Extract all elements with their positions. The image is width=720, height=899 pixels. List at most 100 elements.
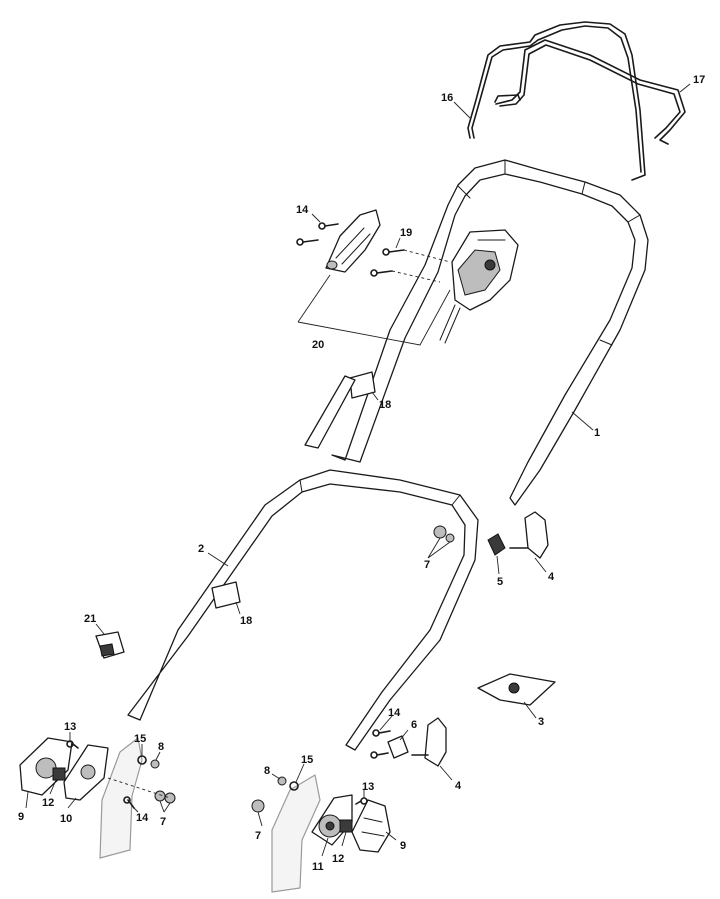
part-5-bracket bbox=[487, 533, 506, 556]
callout-label: 8 bbox=[158, 741, 164, 753]
callout-label: 12 bbox=[332, 853, 344, 865]
part-18-cable-clip-lower bbox=[211, 581, 241, 609]
callout-label: 7 bbox=[255, 830, 261, 842]
callout-2: 2 bbox=[198, 543, 229, 567]
part-17-wire-frame bbox=[495, 39, 686, 145]
callout-15-right: 15 bbox=[295, 754, 313, 783]
callout-15-left: 15 bbox=[134, 733, 146, 756]
callout-18-upper: 18 bbox=[371, 391, 391, 411]
callout-label: 21 bbox=[84, 613, 96, 625]
part-10-adjuster-plate bbox=[63, 744, 109, 801]
part-21-clip bbox=[95, 631, 125, 659]
part-1-lower-tube bbox=[304, 375, 356, 449]
callout-16: 16 bbox=[441, 92, 471, 119]
callout-label: 9 bbox=[400, 840, 406, 852]
callout-8-right: 8 bbox=[264, 765, 281, 780]
callout-10: 10 bbox=[60, 797, 77, 825]
part-9-adjuster-cover-left bbox=[19, 737, 73, 796]
callout-12-right: 12 bbox=[332, 831, 347, 865]
callout-label: 16 bbox=[441, 92, 453, 104]
axis-line-left bbox=[107, 777, 171, 799]
callout-label: 12 bbox=[42, 797, 54, 809]
part-16-wire-frame bbox=[467, 21, 646, 181]
callout-label: 13 bbox=[362, 781, 374, 793]
part-7-nut-right bbox=[251, 799, 265, 813]
part-14-screw-upper bbox=[296, 222, 339, 246]
part-7-nut-left bbox=[154, 790, 176, 804]
part-9-adjuster-cover-right bbox=[351, 799, 391, 853]
part-14-screw-mid bbox=[370, 729, 391, 759]
part-3-cable-tie-pack bbox=[477, 673, 556, 706]
callout-label: 13 bbox=[64, 721, 76, 733]
callout-label: 9 bbox=[18, 811, 24, 823]
part-2-lower-handle bbox=[127, 469, 479, 751]
callout-label: 3 bbox=[538, 716, 544, 728]
callout-label: 4 bbox=[455, 780, 462, 792]
part-19-bolt bbox=[370, 248, 451, 283]
callout-label: 7 bbox=[424, 559, 430, 571]
callout-label: 19 bbox=[400, 227, 412, 239]
callout-3: 3 bbox=[523, 701, 544, 728]
deck-bracket-right bbox=[271, 774, 321, 893]
callout-label: 18 bbox=[240, 615, 252, 627]
callout-13-right: 13 bbox=[362, 781, 374, 798]
callout-label: 6 bbox=[411, 719, 417, 731]
callout-label: 17 bbox=[693, 74, 705, 86]
part-15-washer-right bbox=[289, 781, 299, 791]
callout-label: 7 bbox=[160, 816, 166, 828]
callout-19: 19 bbox=[395, 227, 412, 249]
part-7-nut-upper bbox=[433, 525, 455, 543]
callout-label: 8 bbox=[264, 765, 270, 777]
callout-9-left: 9 bbox=[18, 791, 29, 823]
callout-5: 5 bbox=[496, 555, 503, 588]
callout-11: 11 bbox=[312, 837, 329, 873]
part-12-spring-right bbox=[339, 819, 353, 833]
callout-label: 5 bbox=[497, 576, 503, 588]
callout-label: 18 bbox=[379, 399, 391, 411]
callout-4-upper: 4 bbox=[534, 557, 555, 583]
callout-label: 10 bbox=[60, 813, 72, 825]
callout-7-upper: 7 bbox=[424, 537, 451, 571]
callout-label: 14 bbox=[136, 812, 149, 824]
part-8-nut-left bbox=[150, 759, 160, 769]
part-13-screw-right bbox=[355, 797, 368, 805]
callout-13-left: 13 bbox=[64, 721, 76, 741]
callout-label: 1 bbox=[594, 427, 600, 439]
callout-14-mid: 14 bbox=[379, 707, 401, 731]
leader-20-bracket bbox=[297, 289, 451, 346]
callout-7-right: 7 bbox=[255, 811, 263, 842]
part-11-adjuster-gear bbox=[318, 814, 342, 838]
callout-label: 15 bbox=[134, 733, 146, 745]
callout-14-left: 14 bbox=[131, 805, 149, 824]
callout-label: 2 bbox=[198, 543, 204, 555]
callout-7-left: 7 bbox=[159, 800, 171, 828]
part-1-upper-handle bbox=[331, 159, 649, 506]
callout-17: 17 bbox=[679, 74, 705, 93]
callout-label: 11 bbox=[312, 861, 324, 873]
callout-20: 20 bbox=[312, 339, 324, 351]
part-6-bracket bbox=[387, 735, 409, 759]
callout-14-upper: 14 bbox=[296, 204, 321, 223]
callout-label: 15 bbox=[301, 754, 313, 766]
deck-bracket-left bbox=[99, 737, 143, 859]
callout-12-left: 12 bbox=[42, 779, 57, 809]
part-18-cable-clip-upper bbox=[349, 371, 376, 399]
callout-18-lower: 18 bbox=[235, 601, 252, 627]
callout-4-lower: 4 bbox=[439, 765, 462, 792]
part-20-cable-guide bbox=[325, 209, 381, 273]
part-4-knob-lower bbox=[411, 717, 447, 767]
callout-1: 1 bbox=[571, 411, 600, 439]
callout-8-left: 8 bbox=[155, 741, 164, 761]
part-12-spring-left bbox=[52, 767, 66, 781]
callout-9-right: 9 bbox=[385, 831, 406, 852]
callout-label: 14 bbox=[296, 204, 309, 216]
callout-label: 20 bbox=[312, 339, 324, 351]
cable-control-box bbox=[439, 229, 519, 344]
part-4-knob-upper bbox=[509, 511, 549, 559]
leader-20-left bbox=[297, 274, 331, 323]
callout-21: 21 bbox=[84, 613, 105, 635]
callout-6: 6 bbox=[399, 719, 417, 741]
callout-label: 14 bbox=[388, 707, 401, 719]
callout-label: 4 bbox=[548, 571, 555, 583]
